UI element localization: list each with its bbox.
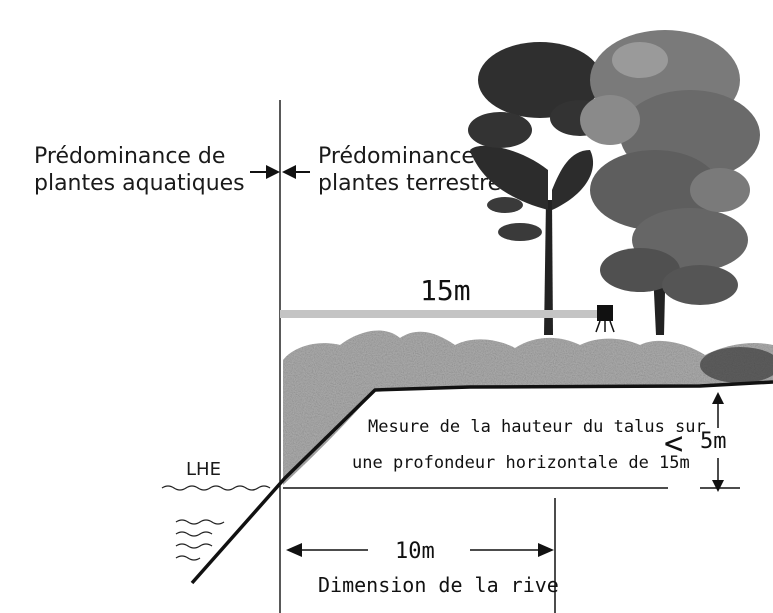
rive-label: Dimension de la rive [318,573,559,597]
boundary-arrows [250,165,310,179]
terrestrial-label-line2: plantes terrestres [318,171,513,196]
height-arrow [700,392,740,492]
shrub-vegetation [283,330,773,485]
measure-bar-15m [280,310,600,318]
measure-device-tripod [595,320,615,333]
water-waves [161,485,271,561]
measure-device [597,305,613,321]
aquatic-label-line2: plantes aquatiques [34,171,245,196]
dimension-10m-arrow [286,543,554,557]
measure-text-line1: Mesure de la hauteur du talus sur [368,417,706,437]
label-15m: 15m [420,274,471,307]
label-10m: 10m [395,539,435,564]
height-5m: 5m [700,429,727,454]
measure-text-line2: une profondeur horizontale de 15m [352,453,690,473]
tree-right [580,30,760,335]
aquatic-label-line1: Prédominance de [34,144,225,169]
tree-left [468,42,610,335]
lhe-label: LHE [186,459,221,480]
ground-profile [190,380,773,585]
less-than-symbol: < [664,424,683,462]
